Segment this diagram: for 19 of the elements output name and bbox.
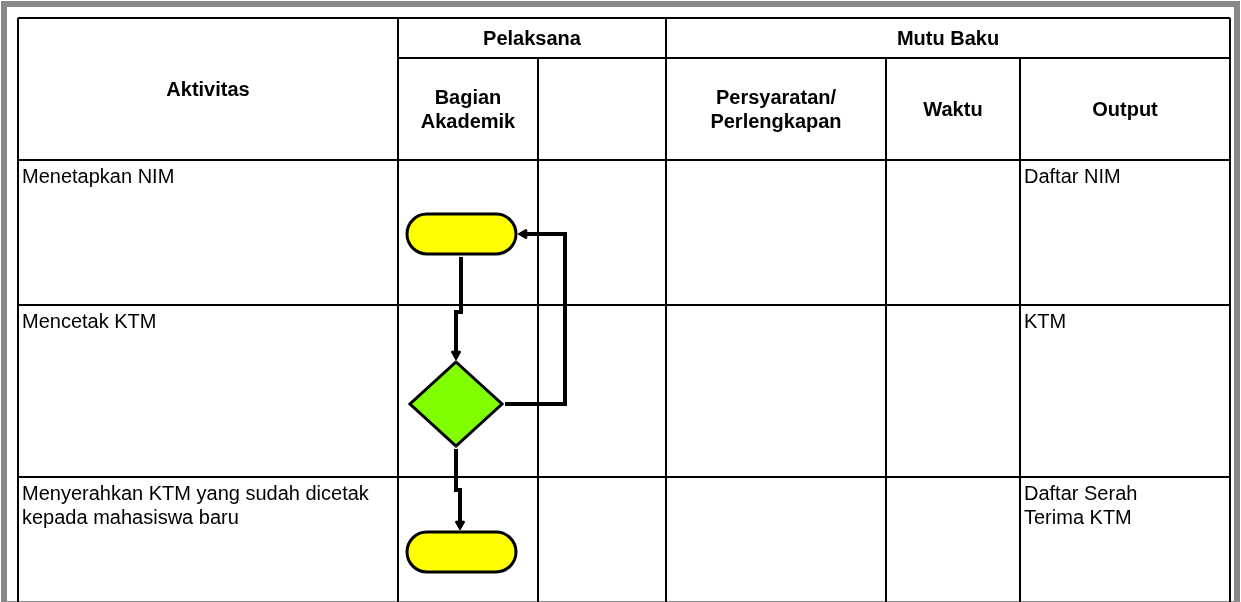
- table-cell-text: Menyerahkan KTM yang sudah dicetak kepada mahasiswa baru: [22, 482, 369, 528]
- table-cell-text: Mencetak KTM: [22, 310, 157, 332]
- table-cell-text: Daftar NIM: [1024, 165, 1121, 187]
- table-cell-text: Daftar Serah Terima KTM: [1024, 482, 1138, 528]
- column-header: Waktu: [923, 97, 983, 121]
- column-header: Persyaratan/ Perlengkapan: [709, 85, 843, 133]
- terminator-shape: [405, 212, 518, 256]
- arrow: [505, 228, 567, 406]
- terminator-shape: [405, 530, 518, 574]
- arrow: [454, 449, 466, 530]
- column-header: Bagian Akademik: [419, 85, 517, 133]
- table-cell-text: Menetapkan NIM: [22, 165, 175, 187]
- column-header: Output: [1092, 97, 1158, 121]
- column-header: Mutu Baku: [896, 26, 1000, 50]
- table-cell-text: KTM: [1024, 310, 1067, 332]
- decision-diamond: [408, 360, 504, 448]
- column-header: Pelaksana: [483, 26, 581, 50]
- arrow: [450, 257, 463, 360]
- column-header: Aktivitas: [166, 77, 250, 101]
